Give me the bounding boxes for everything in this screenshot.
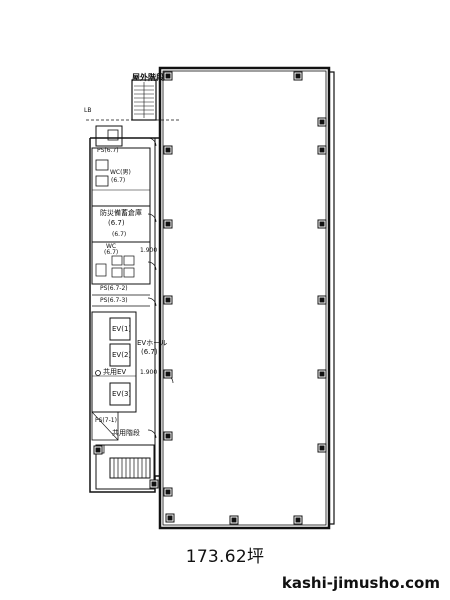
upper-room — [95, 125, 123, 147]
ev2-box — [109, 343, 131, 367]
ev1-box — [109, 317, 131, 341]
label-outdoor-stairs: 屋外階段 — [132, 73, 164, 82]
label-small-right-2: 1.900 — [140, 369, 158, 376]
label-ev3: EV(3) — [112, 390, 132, 398]
shared-ev-marker — [95, 370, 101, 376]
label-wc-women-sub: (6.7) — [104, 249, 119, 256]
label-small-sub: (6.7) — [112, 231, 127, 238]
label-fire-storage-sub: (6.7) — [108, 219, 125, 227]
label-shared-ev: 共用EV — [103, 368, 127, 376]
label-fire-storage: 防災備蓄倉庫 — [100, 209, 142, 217]
label-ev1: EV(1) — [112, 325, 132, 333]
office-space-outline — [158, 66, 331, 530]
label-wc-men-sub: (6.7) — [111, 177, 126, 184]
label-wc-men: WC(男) — [110, 169, 131, 176]
label-ps-lower-1: PS(6.7-2) — [100, 285, 128, 292]
label-ev-hall-sub: (6.7) — [141, 348, 158, 356]
label-ps-bottom: PS(7-1) — [95, 417, 117, 424]
common-stairs-box — [95, 444, 155, 490]
label-ps-lower-2: PS(6.7-3) — [100, 297, 128, 304]
wc-women-room — [91, 241, 151, 285]
floor-area-label: 173.62坪 — [185, 547, 265, 567]
label-ev-hall: EVホール — [137, 339, 168, 347]
ps-bottom — [91, 411, 119, 441]
label-common-stairs: 共用階段 — [112, 429, 140, 437]
office-space-inner — [162, 70, 327, 526]
structural-columns — [93, 71, 327, 525]
label-small-right-1: 1.900 — [140, 247, 158, 254]
site-watermark: kashi-jimusho.com — [281, 574, 440, 592]
outdoor-stairs-treads — [134, 82, 154, 118]
label-lb: LB — [84, 107, 92, 114]
ev3-box — [109, 382, 131, 406]
office-right-edge — [329, 71, 335, 525]
label-ev2: EV(2) — [112, 351, 132, 359]
label-wc-women: WC — [106, 243, 117, 250]
label-ps-upper: PS(6.7) — [97, 147, 119, 154]
